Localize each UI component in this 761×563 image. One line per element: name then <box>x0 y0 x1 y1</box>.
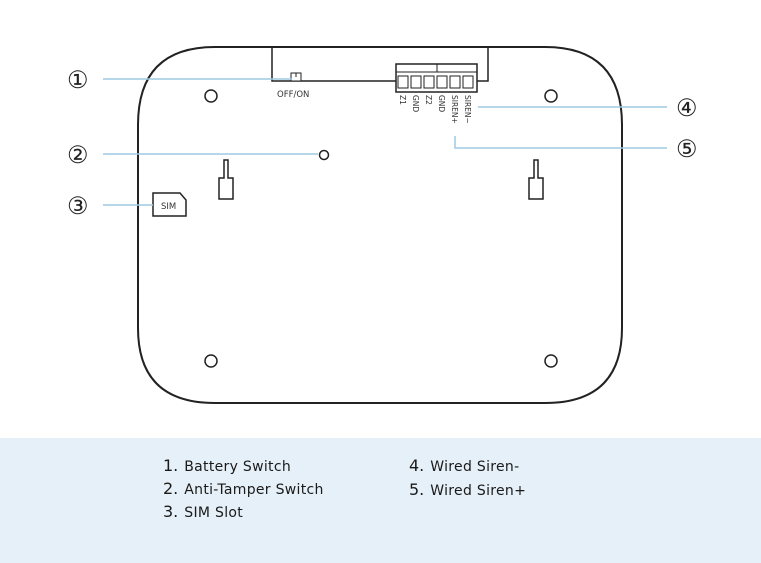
legend-label: Anti-Tamper Switch <box>184 482 324 498</box>
legend-item-wired-siren-plus: 5. Wired Siren+ <box>409 480 526 499</box>
terminal-label-gnd-2: GND <box>437 95 446 112</box>
terminal-label-z2: Z2 <box>424 95 433 105</box>
screw-hole-top-right <box>544 89 558 103</box>
terminal-label-siren-plus: SIREN+ <box>450 95 459 124</box>
terminal-block <box>395 63 478 93</box>
legend-item-battery-switch: 1. Battery Switch <box>163 456 291 475</box>
legend-label: Battery Switch <box>184 459 292 475</box>
callout-1: ① <box>67 66 89 94</box>
device-body-outline <box>137 46 623 404</box>
hang-slot-right <box>528 159 544 200</box>
legend-item-sim-slot: 3. SIM Slot <box>163 502 243 521</box>
callout-2: ② <box>67 141 89 169</box>
switch-label: OFF/ON <box>277 90 309 100</box>
terminal-label-siren-minus: SIREN− <box>463 95 472 124</box>
legend-item-anti-tamper-switch: 2. Anti-Tamper Switch <box>163 479 324 498</box>
screw-hole-top-left <box>204 89 218 103</box>
screw-hole-bottom-left <box>204 354 218 368</box>
legend-number: 1. <box>163 456 179 475</box>
legend-number: 4. <box>409 456 425 475</box>
tamper-switch <box>318 149 330 161</box>
callout-3: ③ <box>67 192 89 220</box>
legend-label: Wired Siren- <box>430 459 520 475</box>
sim-label: SIM <box>161 202 176 212</box>
legend-label: Wired Siren+ <box>430 483 527 499</box>
hang-slot-left <box>218 159 234 200</box>
top-compartment <box>271 47 489 82</box>
legend-number: 3. <box>163 502 179 521</box>
legend-panel: 1. Battery Switch 2. Anti-Tamper Switch … <box>0 438 761 563</box>
terminal-label-z1: Z1 <box>398 95 407 105</box>
legend-label: SIM Slot <box>184 505 244 521</box>
legend-number: 5. <box>409 480 425 499</box>
callout-5: ⑤ <box>676 135 698 163</box>
legend-number: 2. <box>163 479 179 498</box>
callout-4: ④ <box>676 94 698 122</box>
screw-hole-bottom-right <box>544 354 558 368</box>
sim-slot <box>152 192 187 217</box>
device-diagram: OFF/ON Z1 GND Z2 GND SIREN+ SIREN− <box>67 46 698 404</box>
leader-line-5 <box>454 136 667 149</box>
legend-item-wired-siren-minus: 4. Wired Siren- <box>409 456 519 475</box>
terminal-label-gnd-1: GND <box>411 95 420 112</box>
